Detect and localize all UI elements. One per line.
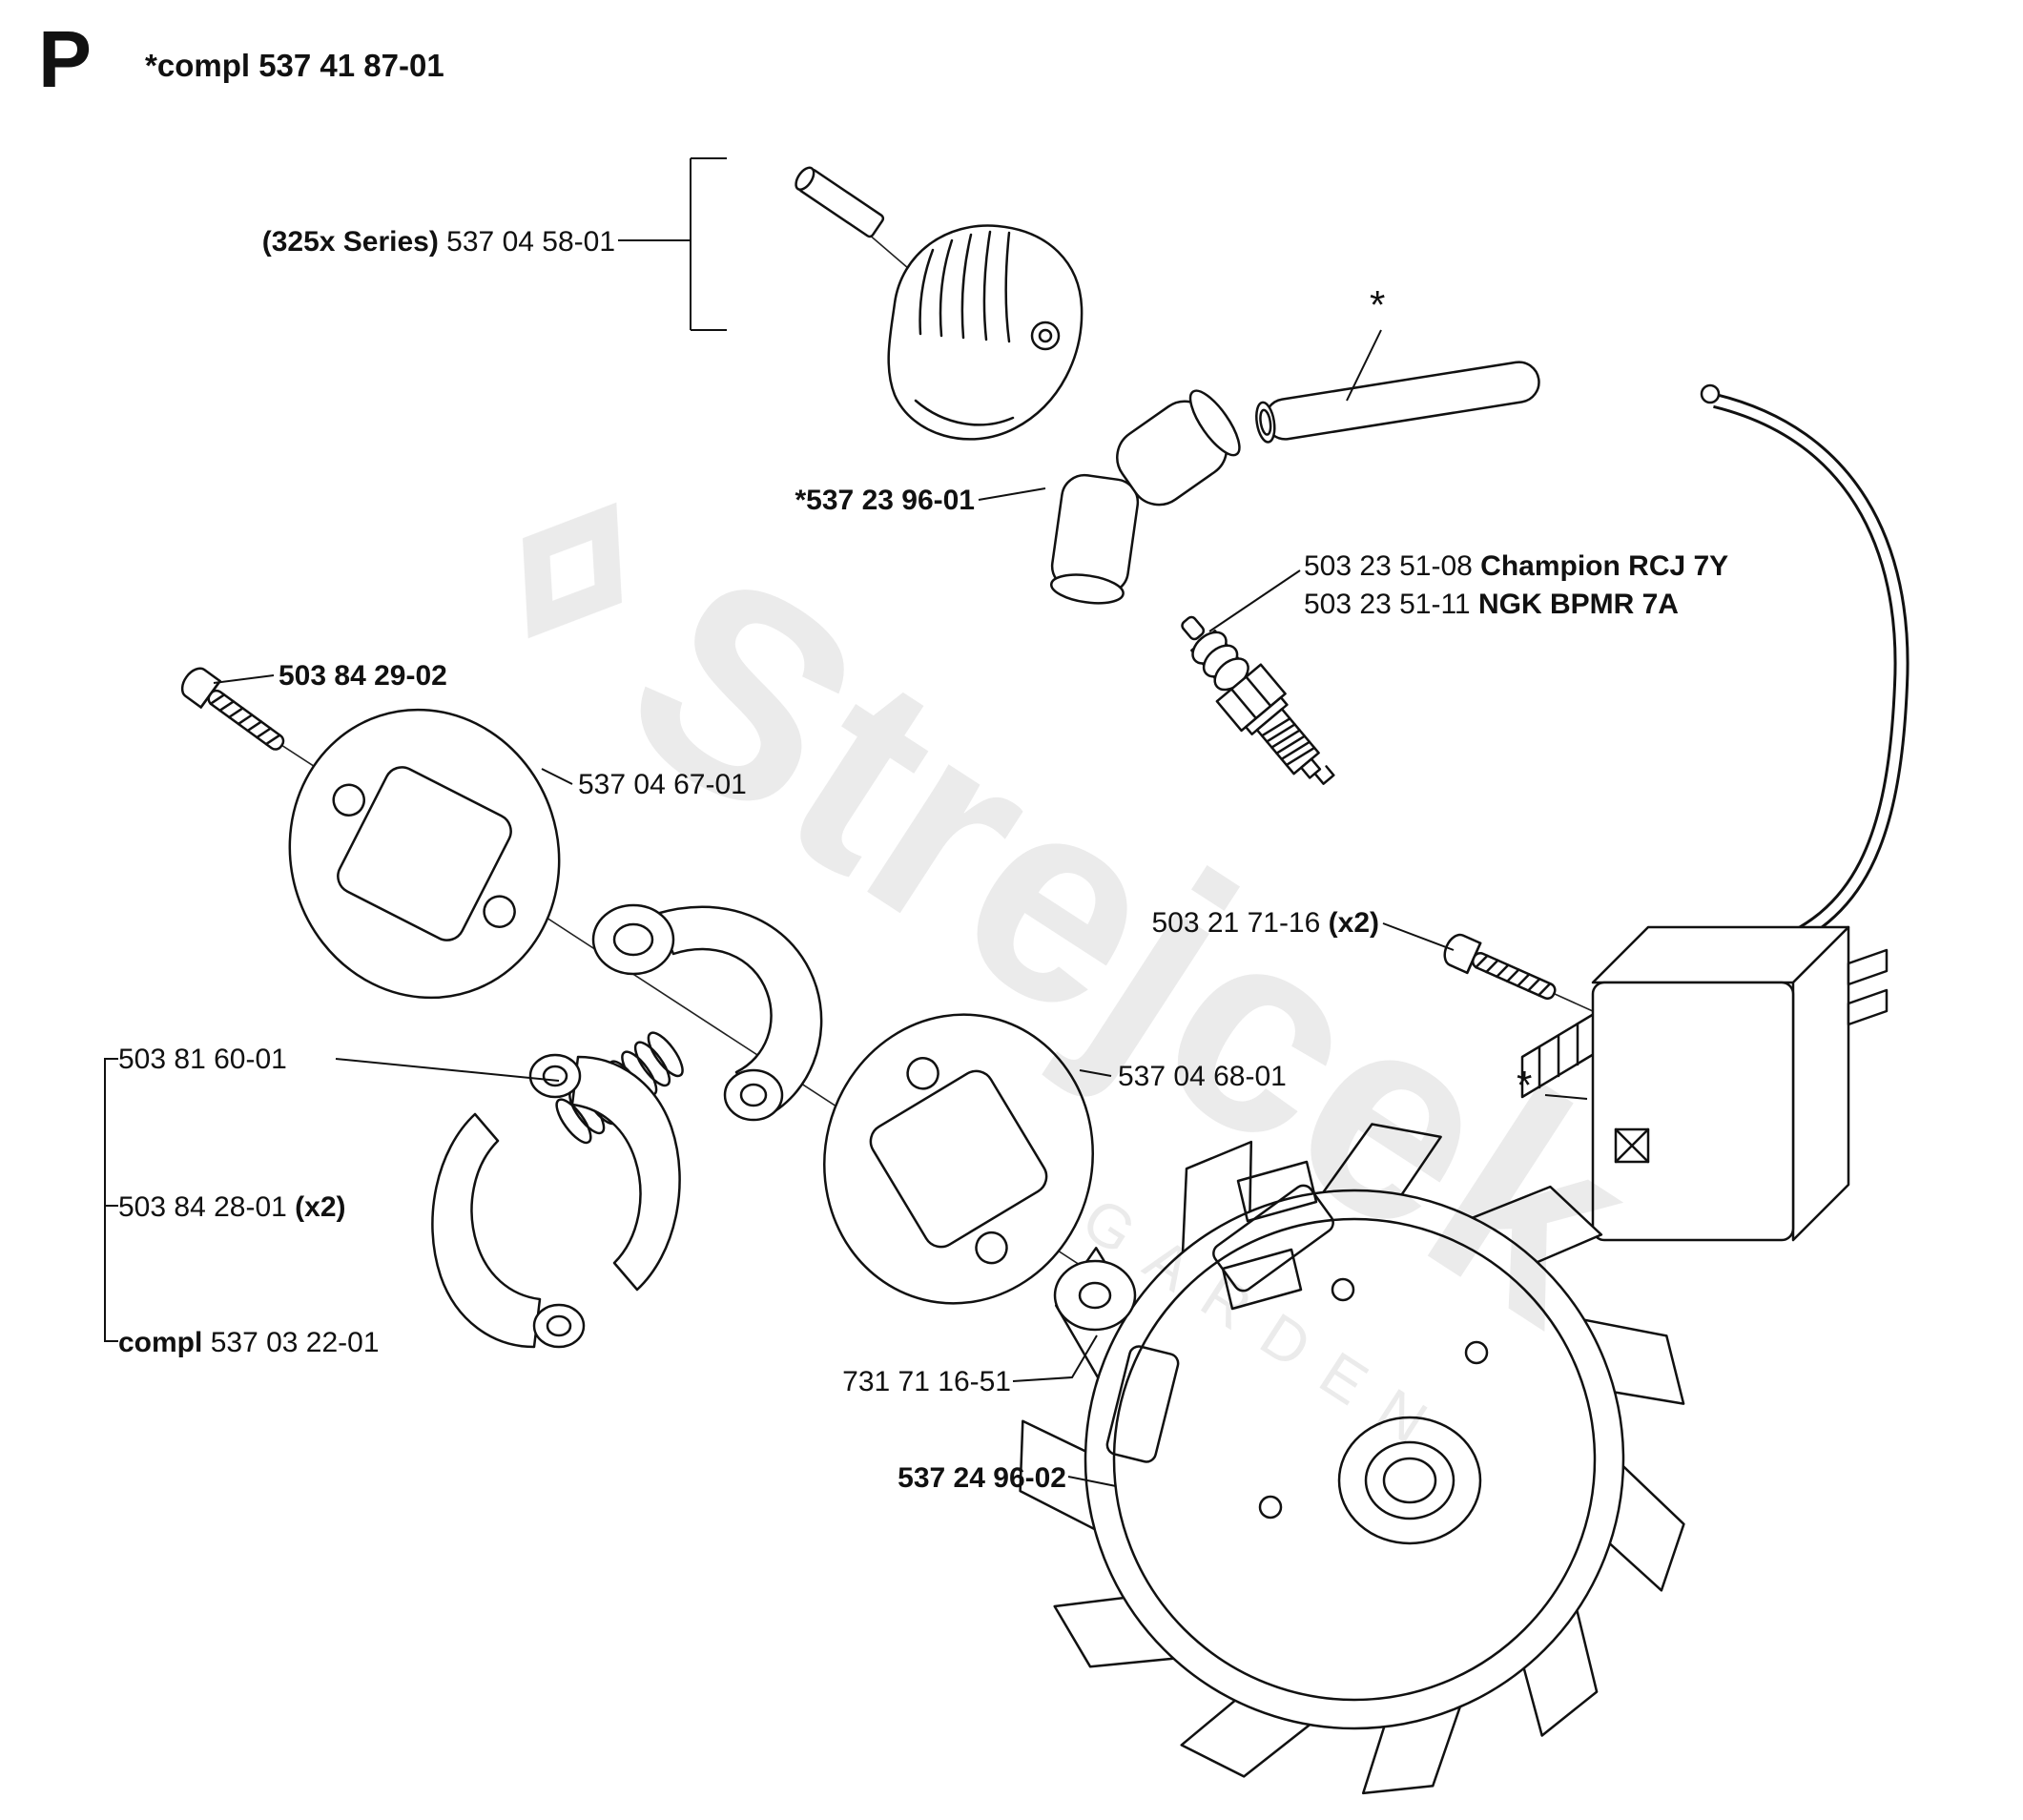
label-spark-plug-ngk: 503 23 51-11 NGK BPMR 7A — [1304, 589, 1679, 620]
starter-pawl-drawing — [887, 224, 1084, 441]
label-washer: 731 71 16-51 — [842, 1366, 1011, 1397]
clutch-screw-drawing — [175, 662, 293, 760]
label-cover-plate-b: 537 04 68-01 — [1118, 1061, 1287, 1092]
label-module-screw: 503 21 71-16 (x2) — [1151, 907, 1379, 939]
cover-plate-a-drawing — [251, 672, 598, 1035]
label-cover-plate-a: 537 04 67-01 — [578, 769, 747, 800]
label-starter-pawl: (325x Series) 537 04 58-01 — [261, 226, 615, 258]
spark-plug-boot-drawing — [1049, 389, 1241, 605]
flywheel-drawing — [1019, 1123, 1685, 1795]
label-spark-plug-champion: 503 23 51-08 Champion RCJ 7Y — [1304, 550, 1729, 582]
label-plug-boot: *537 23 96-01 — [795, 485, 976, 516]
watermark-logo-icon — [523, 502, 622, 639]
page-title: *compl 537 41 87-01 — [145, 48, 444, 83]
label-clutch-assembly: compl 537 03 22-01 — [118, 1327, 380, 1358]
clutch-hub-drawing — [591, 903, 823, 1122]
label-asterisk-module: * — [1517, 1063, 1533, 1107]
section-letter: P — [38, 14, 93, 104]
label-clutch-screw: 503 84 29-02 — [279, 660, 447, 692]
spark-plug-drawing — [1181, 615, 1335, 785]
tube-drawing — [1255, 361, 1540, 444]
label-flywheel: 537 24 96-02 — [898, 1462, 1066, 1494]
washer-drawing — [1053, 1259, 1137, 1332]
pin-drawing — [795, 166, 885, 238]
leader-lines — [104, 157, 1588, 1487]
ignition-lead-wire-drawing — [1700, 383, 1909, 958]
clutch-shoes-drawing — [431, 1053, 681, 1349]
label-clutch-shoes: 503 84 28-01 (x2) — [118, 1191, 346, 1223]
ignition-module-drawing — [1520, 925, 1889, 1242]
label-asterisk-tube: * — [1370, 282, 1386, 327]
label-spring: 503 81 60-01 — [118, 1044, 287, 1075]
